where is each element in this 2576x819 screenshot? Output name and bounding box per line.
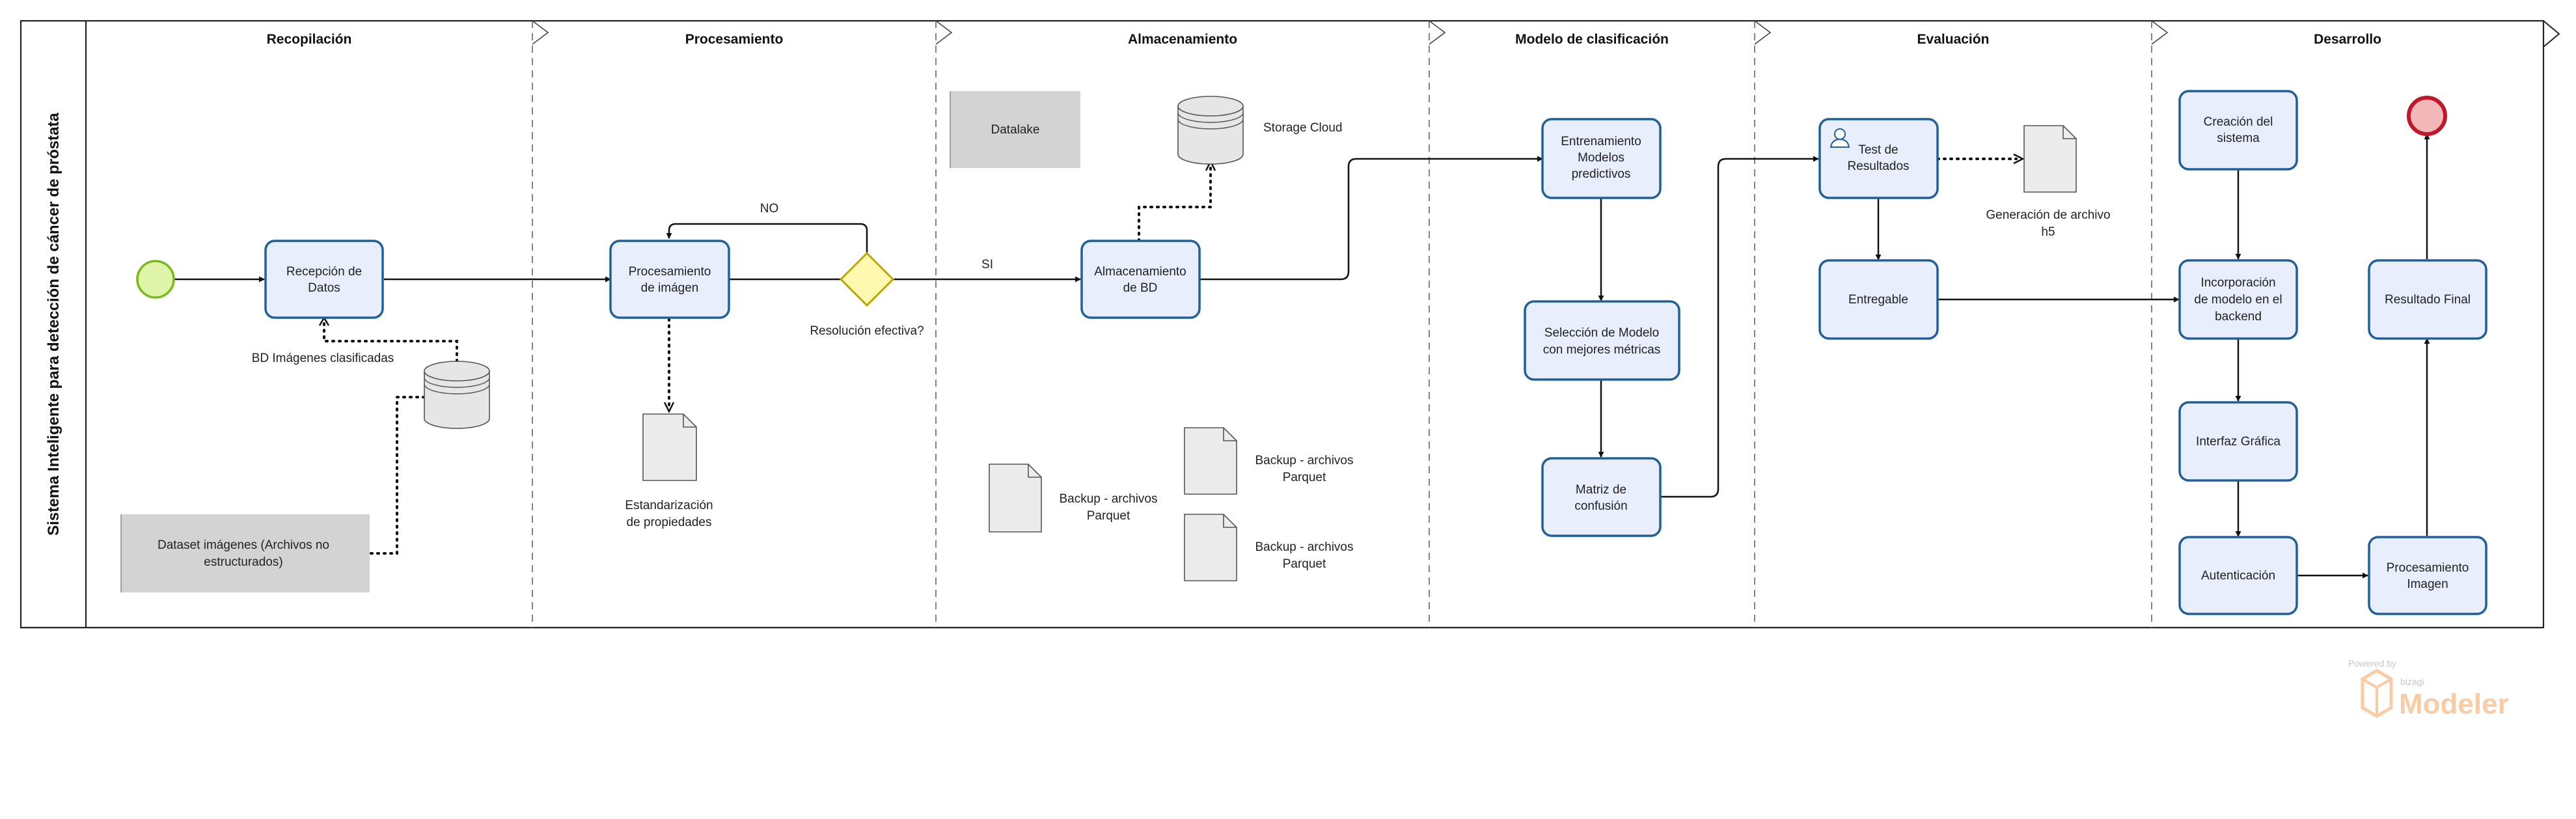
datalake-label: Datalake <box>991 123 1040 137</box>
database-bd-imagenes[interactable] <box>424 361 490 429</box>
lane-title-desarrollo: Desarrollo <box>2314 32 2381 47</box>
lane-separators <box>532 20 2169 628</box>
bizagi-logo-icon <box>2361 669 2393 718</box>
task-autenticacion[interactable]: Autenticación <box>2178 536 2298 615</box>
lane-title-recopilacion: Recopilación <box>267 32 352 47</box>
user-task-icon <box>1829 128 1850 148</box>
document-backup-1[interactable] <box>989 464 1042 533</box>
task-interfaz-grafica[interactable]: Interfaz Gráfica <box>2178 401 2298 482</box>
lane-title-evaluacion: Evaluación <box>1917 32 1990 47</box>
bizagi-watermark: Powered by bizagi Modeler <box>2348 658 2509 720</box>
start-event[interactable] <box>136 260 175 299</box>
associations <box>318 153 2025 555</box>
task-entregable-label: Entregable <box>1848 293 1908 307</box>
end-event[interactable] <box>2407 96 2447 136</box>
storage-cloud-label: Storage Cloud <box>1263 121 1342 135</box>
gateway-yes-label: SI <box>981 258 993 271</box>
document-estandarizacion[interactable] <box>642 413 697 481</box>
task-resultado-final[interactable]: Resultado Final <box>2368 259 2487 340</box>
gateway-label: Resolución efectiva? <box>810 324 924 338</box>
lane-titles: Recopilación Procesamiento Almacenamient… <box>267 32 2381 47</box>
pool: Sistema Inteligente para detección de cá… <box>20 20 2560 629</box>
database-storage-cloud[interactable] <box>1177 96 1244 165</box>
bizagi-company-text: bizagi <box>2400 676 2424 687</box>
task-interfaz-label: Interfaz Gráfica <box>2196 435 2281 449</box>
lane-title-modelo: Modelo de clasificación <box>1515 32 1669 47</box>
datalake-box[interactable]: Datalake <box>950 91 1080 168</box>
document-backup-2[interactable] <box>1184 427 1237 495</box>
pool-label: Sistema Inteligente para detección de cá… <box>45 113 62 536</box>
gateway-resolucion[interactable] <box>839 251 895 307</box>
bizagi-product-text: Modeler <box>2399 688 2509 720</box>
bd-imagenes-label: BD Imágenes clasificadas <box>252 352 394 365</box>
task-autenticacion-label: Autenticación <box>2201 569 2275 583</box>
document-generacion-h5[interactable] <box>2023 125 2077 193</box>
gateway-no-label: NO <box>760 202 779 215</box>
task-entregable[interactable]: Entregable <box>1818 259 1939 340</box>
lane-title-almacenamiento: Almacenamiento <box>1128 32 1237 47</box>
document-backup-3[interactable] <box>1184 514 1237 581</box>
lane-title-procesamiento: Procesamiento <box>685 32 784 47</box>
powered-by-text: Powered by <box>2348 658 2396 669</box>
task-resultado-label: Resultado Final <box>2385 293 2471 307</box>
sequence-flows <box>174 130 2430 579</box>
